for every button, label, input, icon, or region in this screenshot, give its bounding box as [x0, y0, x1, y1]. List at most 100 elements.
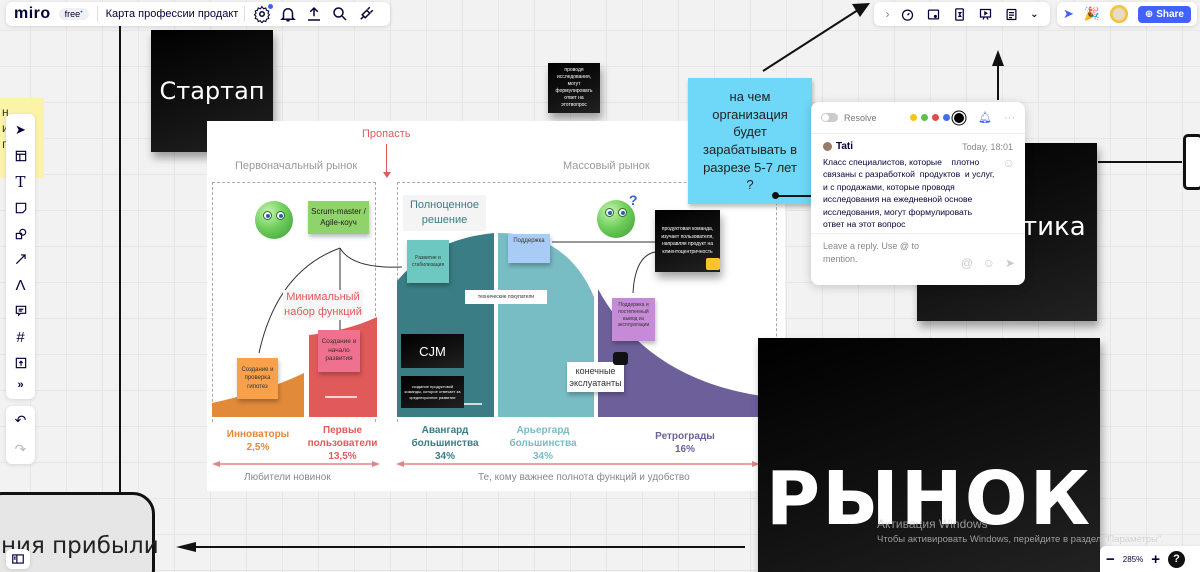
resolve-toggle[interactable]	[821, 113, 838, 122]
comment-icon[interactable]	[14, 301, 28, 321]
send-icon[interactable]: ➤	[1004, 256, 1015, 270]
arrowhead-left-1	[212, 461, 220, 467]
shapes-icon[interactable]	[14, 224, 28, 244]
note-stabilize[interactable]: Развитие и стабилизация	[407, 240, 449, 283]
note-support[interactable]: Поддержка	[508, 234, 550, 263]
sticky-team-text: создание продуктовой команды, которое от…	[404, 383, 461, 400]
end-users-label[interactable]: конечные экслуатанты	[567, 362, 624, 392]
sticky-question[interactable]: на чем организация будет зарабатывать в …	[688, 78, 812, 204]
subscribe-bell-icon[interactable]: 🔔︎	[978, 112, 992, 124]
celebrate-icon[interactable]: 🎉	[1083, 6, 1101, 21]
arrowhead-up	[992, 50, 1004, 66]
sticky-cjm[interactable]: CJM	[401, 334, 464, 368]
help-button[interactable]: ?	[1168, 550, 1185, 568]
note-scrum-master[interactable]: Scrum-master / Agile-коуч	[308, 201, 369, 234]
color-option[interactable]	[910, 114, 918, 121]
select-cursor-icon[interactable]: ➤	[15, 121, 26, 137]
segment-innovators-name: Инноваторы	[226, 429, 290, 440]
sticky-team-note[interactable]: создание продуктовой команды, которое от…	[401, 376, 464, 408]
note-creation[interactable]: Создание и начало развития	[318, 330, 360, 372]
segment-late-majority-share: 34%	[532, 451, 553, 462]
search-icon[interactable]	[331, 5, 349, 23]
note-stabilize-text: Развитие и стабилизация	[411, 254, 445, 268]
note-retire[interactable]: Поддержка и постепенный вывод из эксплуа…	[612, 298, 655, 341]
question-connector	[776, 195, 816, 197]
board-panel-toggle[interactable]	[6, 549, 30, 569]
notifications-bell-icon[interactable]	[279, 5, 297, 23]
sticky-market[interactable]: РЫНОК	[758, 338, 1100, 572]
resolve-label: Resolve	[844, 112, 877, 123]
chasm-arrowhead	[383, 172, 391, 178]
mvp-label: Минимальный набор функций	[283, 290, 363, 320]
zoom-out-button[interactable]: −	[1106, 550, 1115, 568]
sticky-note-icon[interactable]	[14, 198, 28, 218]
note-scrum-text: Scrum-master / Agile-коуч	[311, 206, 366, 227]
voting-icon[interactable]	[952, 7, 967, 22]
more-options-icon[interactable]: ···	[1004, 111, 1015, 124]
redo-icon[interactable]: ↷	[14, 441, 27, 457]
sticky-market-text: РЫНОК	[765, 456, 1093, 542]
add-reaction-icon[interactable]: ☺	[1002, 156, 1015, 170]
user-avatar[interactable]	[1110, 5, 1128, 23]
color-option[interactable]	[954, 112, 965, 123]
color-option[interactable]	[932, 114, 940, 121]
sticky-product-team[interactable]: продуктовая команда, изучает пользовател…	[655, 210, 720, 272]
color-option[interactable]	[921, 114, 929, 121]
presentation-icon[interactable]	[978, 7, 993, 22]
segment-label-early-majority: Авангард большинства 34%	[405, 424, 485, 463]
undo-icon[interactable]: ↶	[14, 412, 27, 428]
sticky-question-text: на чем организация будет зарабатывать в …	[703, 89, 797, 193]
arrowhead-to-toolbar	[852, 3, 870, 17]
zoom-level[interactable]: 285%	[1122, 554, 1144, 564]
arrow-to-toolbar	[762, 9, 859, 72]
notes-icon[interactable]	[1004, 7, 1019, 22]
note-hypothesis[interactable]: Создание и проверка гипотез	[237, 358, 278, 399]
color-picker	[910, 112, 965, 123]
segment-late-majority-name: Арьергард большинства	[509, 425, 577, 449]
segment-label-innovators: Инноваторы 2,5%	[220, 428, 296, 454]
settings-icon[interactable]	[253, 4, 274, 23]
miro-logo[interactable]: miro	[14, 5, 51, 22]
comment-marker-icon[interactable]	[706, 258, 720, 270]
author-name: Tati	[836, 141, 854, 152]
frame-icon[interactable]: #	[16, 328, 25, 346]
white-box-partial[interactable]	[1183, 134, 1200, 190]
zoom-in-button[interactable]: +	[1151, 550, 1160, 568]
text-tool-icon[interactable]: T	[15, 172, 26, 191]
undo-redo-panel: ↶ ↷	[6, 406, 35, 464]
color-option[interactable]	[943, 114, 951, 121]
expand-chevron-icon[interactable]: ›	[885, 7, 890, 21]
full-solution-text: Полноценное решение	[409, 199, 480, 226]
reply-input[interactable]: Leave a reply. Use @ to mention.	[823, 241, 920, 264]
sticky-product-team-text: продуктовая команда, изучает пользовател…	[661, 226, 714, 255]
segment-early-adopters-name: Первые пользователи	[307, 425, 378, 449]
share-button[interactable]: ⊕Share	[1137, 5, 1191, 23]
share-panel: ➤ 🎉 ⊕Share	[1057, 2, 1197, 26]
upload-icon[interactable]	[14, 353, 28, 373]
more-tools-chevron-icon[interactable]: »	[17, 379, 24, 392]
plan-badge[interactable]: free•	[58, 8, 89, 20]
segment-early-majority-name: Авангард большинства	[411, 425, 479, 449]
emoji-icon[interactable]: ☺	[982, 256, 995, 270]
segment-laggards-share: 16%	[674, 444, 695, 455]
segment-early-majority-share: 34%	[434, 451, 455, 462]
cursor-follow-icon[interactable]: ➤	[1063, 6, 1074, 21]
note-support-text: Поддержка	[513, 238, 545, 244]
comment-marker-black-icon[interactable]	[613, 352, 628, 365]
connector-line[interactable]	[119, 20, 121, 495]
integrations-plug-icon[interactable]	[357, 5, 375, 23]
card-icon[interactable]	[926, 7, 941, 22]
sticky-research-note[interactable]: проводя исследования, могут формулироват…	[548, 63, 600, 113]
templates-icon[interactable]	[14, 146, 28, 166]
smiley-thinking-icon: ?	[597, 192, 638, 238]
mass-market-label: Массовый рынок	[563, 160, 650, 172]
export-upload-icon[interactable]	[305, 5, 323, 23]
connection-line-icon[interactable]	[14, 250, 28, 270]
top-bar: miro free• Карта профессии продакт	[6, 2, 390, 26]
pen-icon[interactable]: Λ	[15, 276, 26, 294]
mention-icon[interactable]: @	[960, 256, 973, 270]
timer-icon[interactable]	[900, 7, 915, 22]
tech-buyers-label[interactable]: технические покупатели	[465, 290, 547, 304]
board-title[interactable]: Карта профессии продакт	[105, 8, 239, 20]
more-tools-icon[interactable]: ⌄	[1030, 8, 1039, 20]
